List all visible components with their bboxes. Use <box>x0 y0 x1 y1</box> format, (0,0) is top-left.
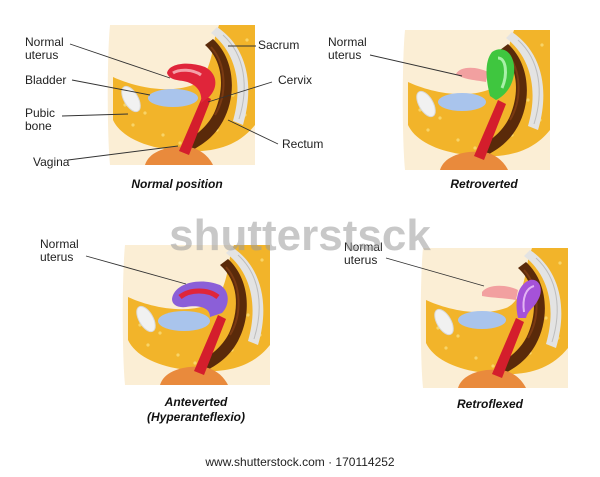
label-normal-uterus-3-line2: uterus <box>40 250 73 264</box>
label-pubic-bone-line1: Pubic <box>25 106 55 120</box>
caption-anteverted-line2: (Hyperanteflexio) <box>147 410 245 424</box>
watermark: shutterstsck <box>169 211 431 260</box>
label-rectum: Rectum <box>282 137 323 151</box>
panel-retroflexed: Normal uterus Retroflexed <box>344 240 569 411</box>
label-normal-uterus-2-line2: uterus <box>328 48 361 62</box>
label-cervix: Cervix <box>278 73 312 87</box>
label-normal-uterus-2-line1: Normal <box>328 35 367 49</box>
label-vagina: Vagina <box>33 155 70 169</box>
label-normal-uterus-4-line2: uterus <box>344 253 377 267</box>
panel-normal-position: Normal uterus Bladder Pubic bone Vagina … <box>25 24 323 191</box>
panel-anteverted: Normal uterus Anteverted (Hyperanteflexi… <box>40 237 271 424</box>
caption-retroflexed: Retroflexed <box>457 397 524 411</box>
caption-anteverted-line1: Anteverted <box>164 395 228 409</box>
caption-normal-position: Normal position <box>131 177 222 191</box>
label-sacrum: Sacrum <box>258 38 299 52</box>
label-bladder: Bladder <box>25 73 66 87</box>
label-normal-uterus-line2: uterus <box>25 48 58 62</box>
label-normal-uterus-4-line1: Normal <box>344 240 383 254</box>
footer-url: www.shutterstock.com · 170114252 <box>204 455 395 469</box>
caption-retroverted: Retroverted <box>450 177 518 191</box>
label-pubic-bone-line2: bone <box>25 119 52 133</box>
label-normal-uterus-3-line1: Normal <box>40 237 79 251</box>
label-normal-uterus-line1: Normal <box>25 35 64 49</box>
panel-retroverted: Normal uterus Retroverted <box>328 29 551 191</box>
